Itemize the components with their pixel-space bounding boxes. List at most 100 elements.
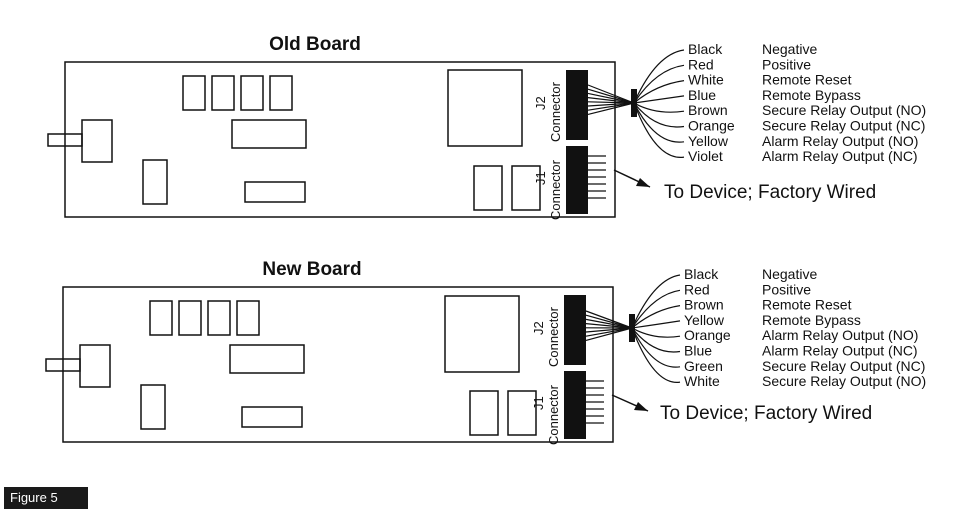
new-board-connector-j2-id: J2 bbox=[531, 321, 546, 335]
new-board-connector-j2 bbox=[564, 295, 586, 365]
new-board-outline bbox=[62, 286, 614, 443]
new_board-wire-function: Alarm Relay Output (NC) bbox=[762, 343, 918, 359]
old-board-outline bbox=[64, 61, 616, 218]
old-board-title: Old Board bbox=[269, 34, 361, 55]
new-board-connector-j2-label: Connector bbox=[546, 306, 561, 367]
old_board-wire-function: Alarm Relay Output (NC) bbox=[762, 148, 918, 164]
old_board-wire-function: Remote Reset bbox=[762, 72, 852, 88]
new_board-wire-fan bbox=[631, 305, 681, 329]
new_board-wire-function: Secure Relay Output (NO) bbox=[762, 373, 926, 389]
new-board-callout: To Device; Factory Wired bbox=[660, 403, 872, 424]
new-board-j1-part-b bbox=[507, 390, 537, 436]
old_board-wire-function: Remote Bypass bbox=[762, 87, 861, 103]
new_board-wire-color: Red bbox=[684, 281, 710, 297]
new_board-wire-clamp bbox=[629, 314, 635, 342]
new_board-wire-function: Positive bbox=[762, 281, 811, 297]
old_board-wire-lead bbox=[587, 102, 635, 115]
old_board-wire-clamp bbox=[631, 89, 637, 117]
new_board-wire-lead bbox=[585, 318, 633, 329]
old-board-connector-j1 bbox=[566, 146, 588, 214]
old-board-j1-part-b bbox=[511, 165, 541, 211]
new_board-wire-color: Brown bbox=[684, 297, 724, 313]
new_board-wire-fan bbox=[631, 327, 681, 383]
old_board-wire-function: Negative bbox=[762, 41, 817, 57]
old_board-wire-color: Black bbox=[688, 41, 723, 57]
old-board-connector-j1-id: J1 bbox=[533, 171, 548, 185]
new-board-wire-bundle bbox=[585, 274, 681, 383]
new-board-connector-j1 bbox=[564, 371, 586, 439]
old_board-wire-function: Alarm Relay Output (NO) bbox=[762, 133, 918, 149]
old_board-wire-fan bbox=[633, 49, 685, 104]
old_board-wire-lead bbox=[587, 101, 635, 104]
new_board-wire-fan bbox=[631, 327, 681, 338]
new_board-wire-color: Yellow bbox=[684, 312, 725, 328]
old_board-wire-function: Secure Relay Output (NO) bbox=[762, 102, 926, 118]
old_board-wire-function: Positive bbox=[762, 56, 811, 72]
new_board-wire-function: Secure Relay Output (NC) bbox=[762, 358, 925, 374]
old-board-callout-arrowhead bbox=[636, 178, 650, 187]
old-board-relays bbox=[182, 75, 293, 111]
old_board-wire-fan bbox=[633, 102, 685, 158]
new_board-wire-color: Green bbox=[684, 358, 723, 374]
old-board-connector-j2 bbox=[566, 70, 588, 140]
new_board-wire-color: Orange bbox=[684, 327, 731, 343]
old-board-j1-part-a bbox=[473, 165, 503, 211]
old-board-component bbox=[142, 159, 168, 205]
old_board-wire-color: Blue bbox=[688, 87, 716, 103]
new-board-j1-pins bbox=[586, 380, 604, 424]
new-board-callout-arrowhead bbox=[634, 402, 648, 411]
old_board-wire-fan bbox=[633, 64, 685, 104]
old-board-jack-pin bbox=[47, 133, 83, 147]
new-board-jack-pin bbox=[45, 358, 81, 372]
new_board-wire-lead bbox=[585, 327, 633, 337]
old_board-wire-lead bbox=[587, 92, 635, 104]
old-board-callout: To Device; Factory Wired bbox=[664, 182, 876, 203]
old-board-j1-pins bbox=[588, 155, 606, 199]
new_board-wire-color: Blue bbox=[684, 343, 712, 359]
old_board-wire-fan bbox=[633, 102, 685, 113]
old-board-small-chip bbox=[244, 181, 306, 203]
old_board-wire-fan bbox=[633, 95, 685, 104]
new_board-wire-lead bbox=[585, 310, 633, 329]
new_board-wire-lead bbox=[585, 323, 633, 329]
old_board-wire-color: Yellow bbox=[688, 133, 729, 149]
old_board-wire-color: Violet bbox=[688, 148, 723, 164]
old-board-connector-j2-id: J2 bbox=[533, 96, 548, 110]
new_board-wire-function: Remote Reset bbox=[762, 297, 852, 313]
old_board-wire-color: White bbox=[688, 72, 724, 88]
old-board-wire-bundle bbox=[587, 49, 685, 158]
new_board-wire-fan bbox=[631, 327, 681, 353]
old_board-wire-color: Orange bbox=[688, 118, 735, 134]
old_board-wire-fan bbox=[633, 102, 685, 143]
old_board-wire-fan bbox=[633, 102, 685, 128]
old_board-wire-color: Brown bbox=[688, 102, 728, 118]
new-board-connector-j1-label: Connector bbox=[546, 384, 561, 445]
new-board-big-chip bbox=[444, 295, 520, 373]
new-board-diagram: New Board Connector J2 Connector J1 bbox=[45, 259, 926, 445]
old-board-connector-j2-label: Connector bbox=[548, 81, 563, 142]
old-board-big-chip bbox=[447, 69, 523, 147]
new_board-wire-fan bbox=[631, 320, 681, 329]
old_board-wire-lead bbox=[587, 102, 635, 107]
old_board-wire-lead bbox=[587, 97, 635, 104]
old-board-chip bbox=[231, 119, 307, 149]
new-board-connector-j1-id: J1 bbox=[531, 396, 546, 410]
figure-caption: Figure 5 bbox=[10, 490, 58, 505]
new-board-j1-part-a bbox=[469, 390, 499, 436]
new-board-jack bbox=[79, 344, 111, 388]
new_board-wire-color: Black bbox=[684, 266, 719, 282]
new_board-wire-lead bbox=[585, 314, 633, 329]
new-board-title: New Board bbox=[262, 259, 361, 280]
old_board-wire-lead bbox=[587, 84, 635, 104]
new-board-relays bbox=[149, 300, 260, 336]
new_board-wire-function: Negative bbox=[762, 266, 817, 282]
new_board-wire-color: White bbox=[684, 373, 720, 389]
old_board-wire-color: Red bbox=[688, 56, 714, 72]
new-board-small-chip bbox=[241, 406, 303, 428]
old_board-wire-fan bbox=[633, 80, 685, 104]
old_board-wire-lead bbox=[587, 88, 635, 104]
old_board-wire-function: Secure Relay Output (NC) bbox=[762, 118, 925, 134]
new_board-wire-fan bbox=[631, 327, 681, 368]
